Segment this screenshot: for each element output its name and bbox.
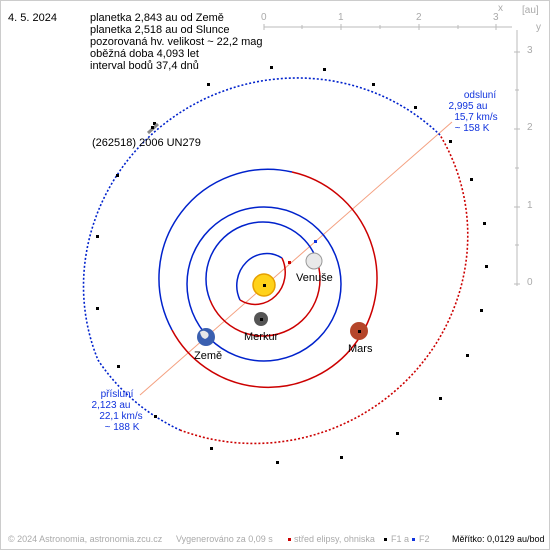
apsides-line [139, 121, 453, 396]
top-tick-1: 1 [338, 12, 344, 23]
unit-label: [au] [522, 5, 539, 16]
footer-legend-f1: F1 a [391, 534, 410, 544]
top-tick-2: 2 [416, 12, 422, 23]
ellipse-center-marker [288, 261, 291, 264]
asteroid-name: (262518) 2006 UN279 [92, 137, 201, 149]
mars-orbit-above [171, 171, 378, 389]
perihelion-speed: 22,1 km/s [99, 411, 143, 422]
aphelion-title: odsluní [463, 90, 497, 101]
right-tick-0: 0 [527, 277, 533, 288]
mercury-label: Merkur [244, 331, 279, 343]
legend-f1-marker [384, 538, 387, 541]
right-scale [514, 30, 520, 286]
perihelion-temperature: ~ 188 K [104, 422, 140, 433]
venus-orbit-above [209, 257, 321, 337]
mars-orbit-below [158, 168, 293, 331]
info-magnitude: pozorovaná hv. velikost ~ 22,2 mag [90, 36, 263, 48]
perihelion-title: přísluní [100, 389, 134, 400]
right-tick-2: 2 [527, 122, 533, 133]
venus-orbit-below [205, 221, 317, 301]
date-label: 4. 5. 2024 [8, 12, 57, 24]
info-distance-earth: planetka 2,843 au od Země [90, 12, 224, 24]
asteroid-orbit-points [96, 66, 488, 464]
footer-legend-f2: F2 [419, 534, 430, 544]
y-axis-label: y [536, 22, 541, 33]
mars-label: Mars [348, 343, 373, 355]
venus-planet [305, 252, 323, 270]
asteroid-orbit-below [82, 77, 441, 431]
focus-f2-marker [314, 240, 317, 243]
top-tick-0: 0 [261, 12, 267, 23]
legend-center-marker [288, 538, 291, 541]
sun-center-marker [263, 284, 266, 287]
venus-label: Venuše [296, 272, 333, 284]
mercury-marker [260, 318, 263, 321]
mercury-orbit-below [236, 252, 283, 301]
footer-copyright: © 2024 Astronomia, astronomia.zcu.cz [8, 534, 163, 544]
earth-orbit [186, 206, 342, 362]
mars-marker [358, 330, 361, 333]
aphelion-distance: 2,995 au [448, 101, 488, 112]
aphelion-speed: 15,7 km/s [454, 112, 498, 123]
asteroid-orbit-above [179, 134, 469, 445]
earth-label: Země [194, 350, 223, 362]
aphelion-temperature: ~ 158 K [454, 123, 490, 134]
legend-f2-marker [412, 538, 415, 541]
right-tick-3: 3 [527, 45, 533, 56]
info-period: oběžná doba 4,093 let [90, 48, 199, 60]
info-distance-sun: planetka 2,518 au od Slunce [90, 24, 230, 36]
info-interval: interval bodů 37,4 dnů [90, 60, 199, 72]
mercury-orbit-above [239, 257, 286, 306]
right-tick-1: 1 [527, 200, 533, 211]
top-scale [263, 24, 512, 30]
x-axis-label: x [498, 3, 503, 14]
asteroid-icon [146, 122, 160, 135]
footer-scale: Měřítko: 0,0129 au/bod [452, 534, 545, 544]
perihelion-distance: 2,123 au [91, 400, 131, 411]
footer-generated: Vygenerováno za 0,09 s [176, 534, 273, 544]
top-tick-3: 3 [493, 12, 499, 23]
footer-legend-center: střed elipsy, ohniska [294, 534, 375, 544]
earth-cloud-detail [200, 330, 209, 339]
